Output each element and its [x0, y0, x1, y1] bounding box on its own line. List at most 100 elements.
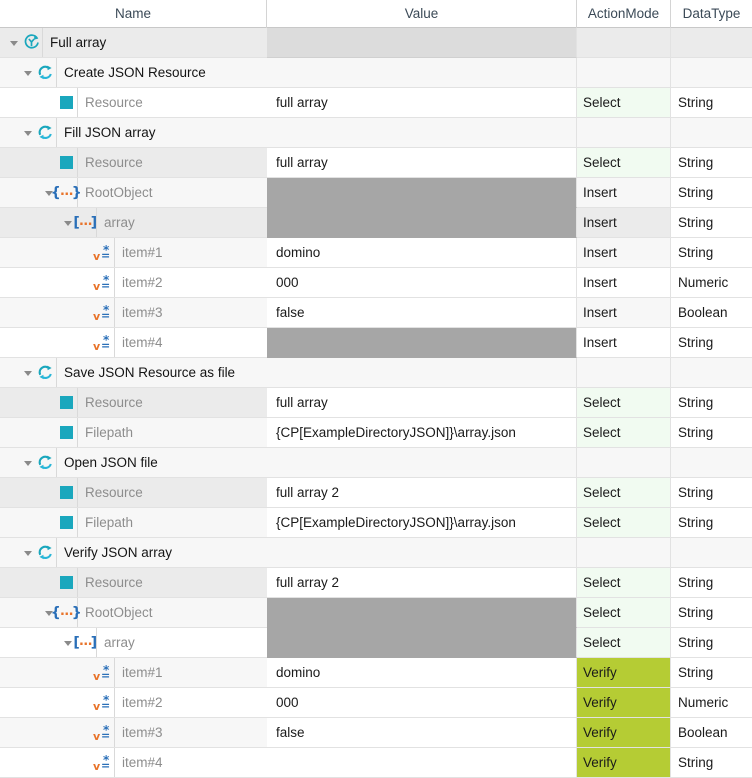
- cell-name[interactable]: Save JSON Resource as file: [0, 358, 267, 388]
- cell-action-mode[interactable]: Verify: [577, 688, 671, 718]
- cell-name[interactable]: Filepath: [0, 508, 267, 538]
- cell-data-type[interactable]: String: [671, 748, 752, 778]
- cell-data-type[interactable]: String: [671, 418, 752, 448]
- cell-data-type[interactable]: [671, 448, 752, 478]
- cell-action-mode[interactable]: [577, 448, 671, 478]
- cell-value[interactable]: [267, 28, 577, 58]
- column-header-datatype[interactable]: DataType: [682, 5, 741, 21]
- expand-collapse-triangle-icon[interactable]: [22, 58, 34, 87]
- cell-value[interactable]: full array: [267, 88, 577, 118]
- cell-data-type[interactable]: String: [671, 628, 752, 658]
- cell-name[interactable]: {…}RootObject: [0, 598, 267, 628]
- cell-value[interactable]: false: [267, 718, 577, 748]
- cell-action-mode[interactable]: Select: [577, 388, 671, 418]
- cell-data-type[interactable]: String: [671, 178, 752, 208]
- cell-name[interactable]: […]array: [0, 208, 267, 238]
- cell-name[interactable]: v=*item#2: [0, 268, 267, 298]
- cell-data-type[interactable]: Boolean: [671, 718, 752, 748]
- cell-value[interactable]: false: [267, 298, 577, 328]
- cell-action-mode[interactable]: Select: [577, 88, 671, 118]
- cell-action-mode[interactable]: Select: [577, 568, 671, 598]
- cell-name[interactable]: v=*item#3: [0, 718, 267, 748]
- cell-data-type[interactable]: String: [671, 388, 752, 418]
- cell-action-mode[interactable]: Insert: [577, 178, 671, 208]
- tree-row[interactable]: Open JSON file: [0, 448, 752, 478]
- cell-value[interactable]: [267, 538, 577, 568]
- cell-action-mode[interactable]: [577, 28, 671, 58]
- cell-name[interactable]: Resource: [0, 148, 267, 178]
- cell-action-mode[interactable]: [577, 58, 671, 88]
- cell-action-mode[interactable]: [577, 358, 671, 388]
- expand-collapse-triangle-icon[interactable]: [22, 448, 34, 477]
- cell-name[interactable]: Verify JSON array: [0, 538, 267, 568]
- cell-data-type[interactable]: String: [671, 328, 752, 358]
- cell-value[interactable]: 000: [267, 688, 577, 718]
- cell-value[interactable]: [267, 118, 577, 148]
- cell-data-type[interactable]: String: [671, 208, 752, 238]
- cell-name[interactable]: v=*item#1: [0, 238, 267, 268]
- cell-value[interactable]: [267, 208, 577, 238]
- tree-row[interactable]: Fill JSON array: [0, 118, 752, 148]
- cell-name[interactable]: v=*item#3: [0, 298, 267, 328]
- cell-action-mode[interactable]: Insert: [577, 238, 671, 268]
- cell-action-mode[interactable]: [577, 538, 671, 568]
- cell-action-mode[interactable]: Insert: [577, 268, 671, 298]
- expand-collapse-triangle-icon[interactable]: [22, 358, 34, 387]
- cell-value[interactable]: [267, 748, 577, 778]
- cell-action-mode[interactable]: Select: [577, 478, 671, 508]
- column-header-value[interactable]: Value: [267, 0, 577, 28]
- cell-data-type[interactable]: String: [671, 508, 752, 538]
- column-header-name[interactable]: Name: [0, 0, 267, 28]
- cell-value[interactable]: domino: [267, 238, 577, 268]
- cell-name[interactable]: […]array: [0, 628, 267, 658]
- cell-value[interactable]: [267, 178, 577, 208]
- cell-data-type[interactable]: String: [671, 148, 752, 178]
- cell-data-type[interactable]: Numeric: [671, 688, 752, 718]
- cell-name[interactable]: v=*item#4: [0, 748, 267, 778]
- cell-data-type[interactable]: String: [671, 478, 752, 508]
- cell-name[interactable]: Resource: [0, 478, 267, 508]
- expand-collapse-triangle-icon[interactable]: [43, 178, 55, 207]
- cell-value[interactable]: [267, 448, 577, 478]
- expand-collapse-triangle-icon[interactable]: [43, 598, 55, 627]
- cell-data-type[interactable]: String: [671, 88, 752, 118]
- cell-data-type[interactable]: [671, 58, 752, 88]
- tree-row[interactable]: Verify JSON array: [0, 538, 752, 568]
- cell-name[interactable]: v=*item#2: [0, 688, 267, 718]
- cell-name[interactable]: v=*item#4: [0, 328, 267, 358]
- column-header-actionmode[interactable]: ActionMode: [577, 0, 671, 28]
- cell-data-type[interactable]: String: [671, 238, 752, 268]
- cell-data-type[interactable]: [671, 28, 752, 58]
- cell-data-type[interactable]: [671, 118, 752, 148]
- cell-name[interactable]: Create JSON Resource: [0, 58, 267, 88]
- cell-name[interactable]: Open JSON file: [0, 448, 267, 478]
- cell-name[interactable]: Filepath: [0, 418, 267, 448]
- cell-action-mode[interactable]: Select: [577, 508, 671, 538]
- cell-data-type[interactable]: String: [671, 568, 752, 598]
- cell-name[interactable]: {…}RootObject: [0, 178, 267, 208]
- cell-value[interactable]: [267, 358, 577, 388]
- cell-data-type[interactable]: String: [671, 598, 752, 628]
- cell-value[interactable]: full array 2: [267, 568, 577, 598]
- cell-data-type[interactable]: [671, 538, 752, 568]
- cell-action-mode[interactable]: Select: [577, 598, 671, 628]
- cell-data-type[interactable]: [671, 358, 752, 388]
- cell-name[interactable]: Resource: [0, 568, 267, 598]
- cell-data-type[interactable]: String: [671, 658, 752, 688]
- cell-action-mode[interactable]: Verify: [577, 718, 671, 748]
- cell-value[interactable]: [267, 328, 577, 358]
